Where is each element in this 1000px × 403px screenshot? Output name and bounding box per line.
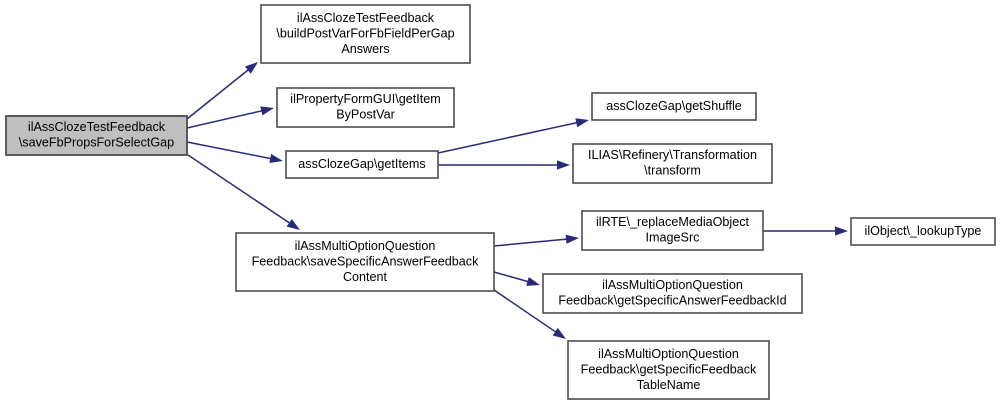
node-label-line: TableName [637, 378, 701, 392]
node-label-line: assClozeGap\getItems [298, 157, 425, 171]
node-label-line: \saveFbPropsForSelectGap [19, 136, 174, 150]
edge-arrowhead-icon [526, 277, 540, 286]
edge-line [186, 68, 250, 120]
node-box[interactable] [591, 92, 757, 121]
graph-node-getItems[interactable]: assClozeGap\getItems [285, 150, 439, 179]
edge-arrowhead-icon [244, 62, 258, 74]
edge-arrowhead-icon [835, 226, 848, 236]
node-label-line: ilAssMultiOptionQuestion [295, 239, 436, 253]
edge-root-to-saveSpecificAnswerFeedbackContent [187, 154, 300, 230]
edge-saveSpecificAnswerFeedbackContent-to-replaceMediaObjectImageSrc [493, 234, 579, 247]
edge-line [493, 289, 558, 334]
node-label-line: ilAssClozeTestFeedback [28, 120, 166, 134]
edge-line [187, 154, 292, 225]
node-label-line: assClozeGap\getShuffle [606, 99, 742, 113]
node-label-line: Feedback\getSpecificAnswerFeedbackId [558, 294, 786, 308]
node-label-line: Feedback\getSpecificFeedback [581, 362, 757, 376]
edge-arrowhead-icon [260, 106, 274, 116]
node-label-line: ILIAS\Refinery\Transformation [588, 148, 757, 162]
edge-root-to-buildPostVar [186, 62, 258, 120]
graph-node-root[interactable]: ilAssClozeTestFeedback \saveFbPropsForSel… [5, 115, 188, 156]
graph-node-buildPostVar[interactable]: ilAssClozeTestFeedback\buildPostVarForFb… [260, 4, 471, 64]
edge-saveSpecificAnswerFeedbackContent-to-getSpecificFeedbackTableName [493, 289, 566, 339]
edge-arrowhead-icon [557, 160, 570, 170]
node-label-line: \buildPostVarForFbFieldPerGap [276, 26, 454, 40]
edges-layer [186, 62, 848, 339]
edge-getItems-to-transform [438, 160, 570, 170]
nodes-layer: ilAssClozeTestFeedback \saveFbPropsForSel… [5, 4, 996, 400]
edge-arrowhead-icon [269, 153, 283, 163]
node-box[interactable] [581, 210, 764, 251]
edge-arrowhead-icon [565, 234, 579, 244]
node-label-line: ilAssMultiOptionQuestion [598, 347, 739, 361]
graph-node-getSpecificFeedbackTableName[interactable]: ilAssMultiOptionQuestionFeedback\getSpec… [567, 340, 770, 400]
graph-node-getSpecificAnswerFeedbackId[interactable]: ilAssMultiOptionQuestionFeedback\getSpec… [542, 273, 803, 314]
node-label-line: ByPostVar [336, 108, 395, 122]
edge-replaceMediaObjectImageSrc-to-lookupType [763, 226, 848, 236]
graph-node-lookupType[interactable]: ilObject\_lookupType [850, 217, 996, 246]
edge-root-to-getItemByPostVar [186, 106, 274, 129]
edge-line [493, 238, 569, 247]
edge-arrowhead-icon [575, 118, 589, 128]
edge-saveSpecificAnswerFeedbackContent-to-getSpecificAnswerFeedbackId [493, 271, 540, 286]
graph-node-getShuffle[interactable]: assClozeGap\getShuffle [591, 92, 757, 121]
node-box[interactable] [850, 217, 996, 246]
node-label-line: ilRTE\_replaceMediaObject [596, 215, 750, 229]
node-label-line: Content [343, 270, 388, 284]
graph-node-saveSpecificAnswerFeedbackContent[interactable]: ilAssMultiOptionQuestionFeedback\saveSpe… [235, 232, 495, 292]
node-box[interactable] [285, 150, 439, 179]
edge-line [493, 271, 530, 283]
node-label-line: \transform [644, 164, 701, 178]
node-box[interactable] [567, 340, 770, 400]
node-box[interactable] [235, 232, 495, 292]
node-label-line: Answers [341, 42, 389, 56]
node-label-line: Feedback\saveSpecificAnswerFeedback [252, 254, 480, 268]
node-label-line: ImageSrc [646, 231, 700, 245]
node-box[interactable] [5, 115, 188, 156]
node-label-line: ilPropertyFormGUI\getItem [290, 92, 440, 106]
edge-getItems-to-getShuffle [437, 118, 589, 154]
node-box[interactable] [542, 273, 803, 314]
edge-arrowhead-icon [286, 218, 300, 230]
node-label-line: ilObject\_lookupType [865, 224, 982, 238]
node-label-line: ilAssMultiOptionQuestion [602, 278, 743, 292]
edge-line [437, 121, 579, 154]
node-box[interactable] [276, 87, 455, 128]
node-box[interactable] [572, 143, 773, 184]
node-box[interactable] [260, 4, 471, 64]
graph-node-transform[interactable]: ILIAS\Refinery\Transformation \transform [572, 143, 773, 184]
edge-root-to-getItems [186, 141, 283, 163]
edge-line [186, 141, 273, 160]
edge-arrowhead-icon [552, 327, 566, 339]
edge-line [186, 109, 264, 129]
node-label-line: ilAssClozeTestFeedback [297, 11, 435, 25]
